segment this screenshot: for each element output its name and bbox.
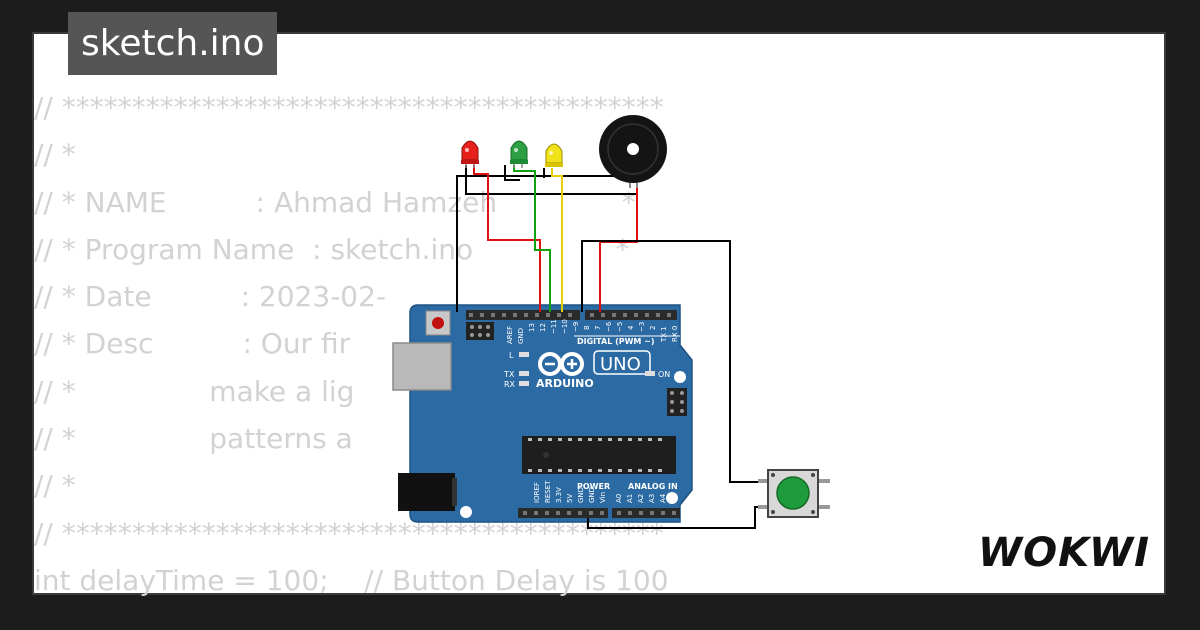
code-line: // * Date : 2023-02-	[34, 280, 387, 314]
digital-header-right	[585, 310, 677, 320]
pin-label: ~3	[638, 322, 646, 332]
code-line: // * make a lig	[34, 374, 355, 408]
pin-label: 8	[583, 326, 591, 330]
pin-label: Vin	[599, 492, 607, 503]
pin-label: AREF	[506, 326, 514, 344]
rx-led-label: RX	[504, 380, 516, 389]
pin-label: ~11	[550, 319, 558, 334]
pin-label: 13	[528, 323, 536, 332]
code-line: // *************************************…	[34, 91, 664, 124]
pin-label: TX 1	[660, 326, 668, 343]
led-yellow[interactable]	[545, 143, 563, 167]
wokwi-logo-text: WOKWI	[978, 530, 1148, 576]
pin-label: A2	[637, 494, 645, 503]
power-header	[518, 508, 608, 518]
code-line: // * Program Name : sketch.ino *	[34, 232, 630, 266]
push-button[interactable]	[758, 469, 830, 518]
wire-red-led[interactable]	[473, 165, 541, 312]
led-red[interactable]	[461, 140, 479, 168]
pin-label: 5V	[566, 494, 574, 503]
code-line: // * Desc : Our fir	[34, 327, 351, 361]
code-line: // * patterns a	[34, 422, 353, 456]
tx-led-label: TX	[503, 370, 515, 379]
reset-button[interactable]	[432, 317, 444, 329]
mount-hole	[460, 506, 472, 518]
pin-label: GND	[577, 487, 585, 503]
wokwi-logo: WOKWI	[978, 530, 1148, 576]
pin-label: A0	[615, 494, 623, 503]
uno-model-text: UNO	[600, 354, 641, 375]
pin-label: GND	[517, 328, 525, 344]
pin-label: ~6	[605, 321, 613, 332]
pin-label: 3.3V	[555, 487, 563, 503]
mount-hole	[674, 371, 686, 383]
buzzer[interactable]	[599, 115, 667, 188]
canvas-frame	[32, 32, 1166, 595]
pin-label: A1	[626, 494, 634, 503]
pin-label: IOREF	[533, 482, 541, 503]
wire-black-led-green-cathode[interactable]	[504, 165, 520, 181]
pin-label: A4	[659, 493, 667, 503]
digital-pwm-label: DIGITAL (PWM ~)	[577, 337, 655, 346]
led-green[interactable]	[510, 140, 528, 168]
pin-label: 4	[627, 325, 635, 330]
code-line: // *	[34, 138, 76, 172]
mount-hole	[666, 492, 678, 504]
code-line: // * NAME : Ahmad Hamzeh *	[34, 185, 636, 219]
pin-label: ~10	[561, 319, 569, 334]
wire-black-button[interactable]	[581, 240, 770, 483]
arduino-uno-board[interactable]: AREF GND 13 12 ~11 ~10 ~9 8 7 ~6 ~5 4 ~3…	[392, 304, 693, 523]
power-jack	[398, 473, 455, 511]
pin-label: RESET	[544, 480, 552, 503]
analog-header	[612, 508, 680, 518]
code-background: // *************************************…	[34, 84, 669, 604]
code-line: // *	[34, 469, 76, 503]
arduino-brand-text: ARDUINO	[536, 377, 594, 390]
code-line: int delayTime = 100; // Button Delay is …	[34, 563, 669, 597]
pin-label: 2	[649, 326, 657, 330]
pin-label: 7	[594, 326, 602, 330]
usb-connector	[392, 342, 452, 391]
wire-black-led-red-cathode[interactable]	[465, 165, 636, 195]
pin-label: GND	[588, 487, 596, 503]
wire-green-led[interactable]	[513, 165, 551, 312]
digital-header-left	[466, 310, 580, 320]
arduino-infinity-icon	[538, 352, 584, 376]
pin-label: RX 0	[671, 326, 679, 342]
analog-in-label: ANALOG IN	[628, 482, 678, 491]
pin-label: A3	[648, 494, 656, 503]
pin-label: ~9	[572, 322, 580, 332]
l-led-label: L	[509, 351, 514, 360]
wire-red-buzzer[interactable]	[599, 185, 638, 312]
power-label: POWER	[577, 482, 610, 491]
pin-label: ~5	[616, 322, 624, 332]
file-tab[interactable]: sketch.ino	[68, 12, 278, 75]
pin-label: 12	[539, 323, 547, 332]
on-led-label: ON	[658, 370, 670, 379]
wire-yellow-led[interactable]	[551, 168, 563, 312]
pin-label: A5	[670, 494, 678, 503]
